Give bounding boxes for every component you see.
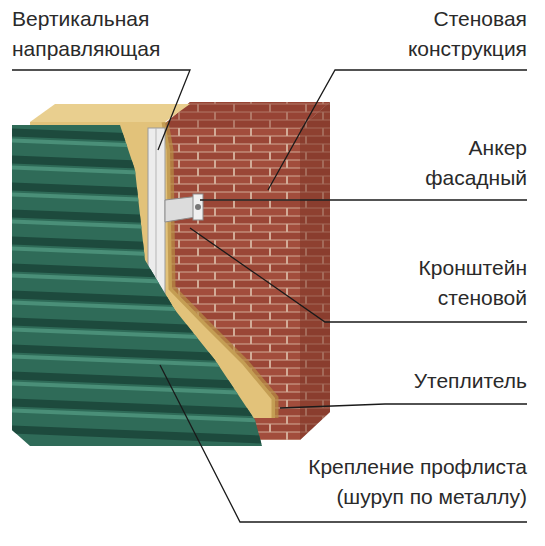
leader-line [190,228,527,322]
leader-line [200,199,527,200]
part-label: Крепление профлиста (шуруп по металлу) [255,452,527,512]
part-label: Утеплитель [327,366,527,396]
facade-anchor [195,204,201,210]
leader-line [160,365,527,522]
part-label: Стеновая конструкция [352,4,527,64]
brick-side-pattern [300,102,330,440]
brick-side [300,102,330,440]
insulation-top [30,104,190,122]
leader-line [280,404,527,408]
leader-line [12,70,190,150]
part-label: Анкер фасадный [397,133,527,193]
profiled-sheet [0,100,300,460]
part-label: Кронштейн стеновой [362,253,527,313]
part-label: Вертикальная направляющая [12,4,212,64]
bracket-plate [193,194,203,220]
leader-lines [12,70,527,522]
